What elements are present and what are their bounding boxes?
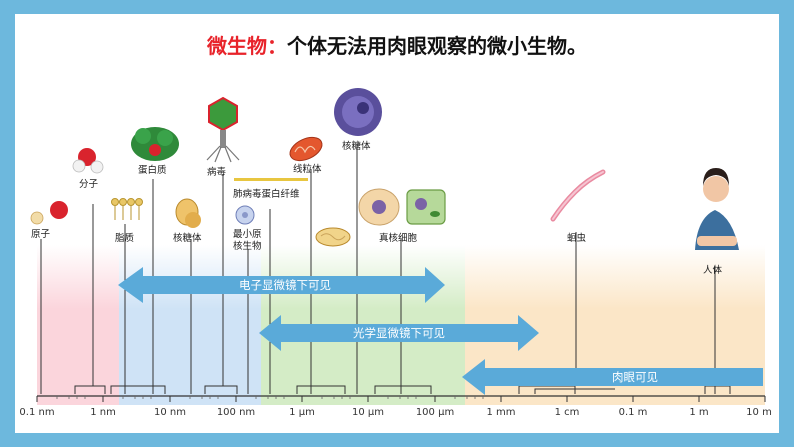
label-lipid: 脂质 <box>115 233 135 244</box>
diagram-graphics <box>30 88 766 402</box>
title-separator: ： <box>267 34 287 58</box>
page-title: 微生物：个体无法用肉眼观察的微小生物。 <box>15 30 779 59</box>
label-eukaryote: 真核细胞 <box>379 233 418 244</box>
tick-1m: 1 m <box>689 407 709 418</box>
title-keyword: 微生物 <box>207 34 267 58</box>
lipid-icon <box>111 198 143 220</box>
tick-1cm: 1 cm <box>554 407 580 418</box>
atom-icon <box>30 201 68 225</box>
protein-icon <box>131 127 179 161</box>
slide-canvas: 微生物：个体无法用肉眼观察的微小生物。 <box>15 14 779 433</box>
arrow-label-light: 光学显微镜下可见 <box>353 326 445 340</box>
virus-icon <box>206 96 240 163</box>
tick-10nm: 10 nm <box>154 407 186 418</box>
tick-10um: 10 μm <box>351 407 385 418</box>
label-nucleus: 核糖体 <box>342 141 371 152</box>
label-human: 人体 <box>703 265 723 276</box>
label-smallest-prokaryote-2: 核生物 <box>233 241 262 252</box>
band-pink <box>37 245 119 405</box>
arrow-label-electron: 电子显微镜下可见 <box>239 278 331 292</box>
eukaryote-icon <box>358 188 446 226</box>
molecule-icon <box>72 148 104 174</box>
tick-100um: 100 μm <box>415 407 455 418</box>
worm-icon <box>550 169 606 222</box>
label-atom: 原子 <box>31 229 51 240</box>
tick-1um: 1 μm <box>289 407 315 418</box>
smallest-prokaryote-icon <box>235 205 255 225</box>
fiber-icon <box>234 178 308 181</box>
tick-100nm: 100 nm <box>216 407 256 418</box>
tick-1nm: 1 nm <box>90 407 116 418</box>
ribosome-icon <box>175 198 201 228</box>
arrow-label-naked-eye: 肉眼可见 <box>612 370 658 384</box>
tick-1mm: 1 mm <box>486 407 516 418</box>
label-smallest-prokaryote-1: 最小原 <box>233 229 262 240</box>
electron-microscope-arrow <box>118 267 445 303</box>
naked-eye-arrow <box>462 359 763 395</box>
tick-0.1nm: 0.1 nm <box>19 407 55 418</box>
human-icon <box>695 168 739 250</box>
label-virus: 病毒 <box>207 167 227 178</box>
title-text: 个体无法用肉眼观察的微小生物。 <box>287 34 587 58</box>
label-protein: 蛋白质 <box>138 165 167 176</box>
nucleus-icon <box>334 88 382 136</box>
label-pneumovirus-fiber: 肺病毒蛋白纤维 <box>233 189 300 200</box>
tick-0.1m: 0.1 m <box>618 407 648 418</box>
bacterium-icon <box>315 227 351 247</box>
light-microscope-arrow <box>259 315 539 351</box>
mitochondria-icon <box>289 136 323 162</box>
label-worm: 蛔虫 <box>567 233 587 244</box>
label-mitochondria: 线粒体 <box>293 164 322 175</box>
tick-10m: 10 m <box>746 407 772 418</box>
label-ribosome: 核糖体 <box>173 233 202 244</box>
label-molecule: 分子 <box>79 179 99 190</box>
